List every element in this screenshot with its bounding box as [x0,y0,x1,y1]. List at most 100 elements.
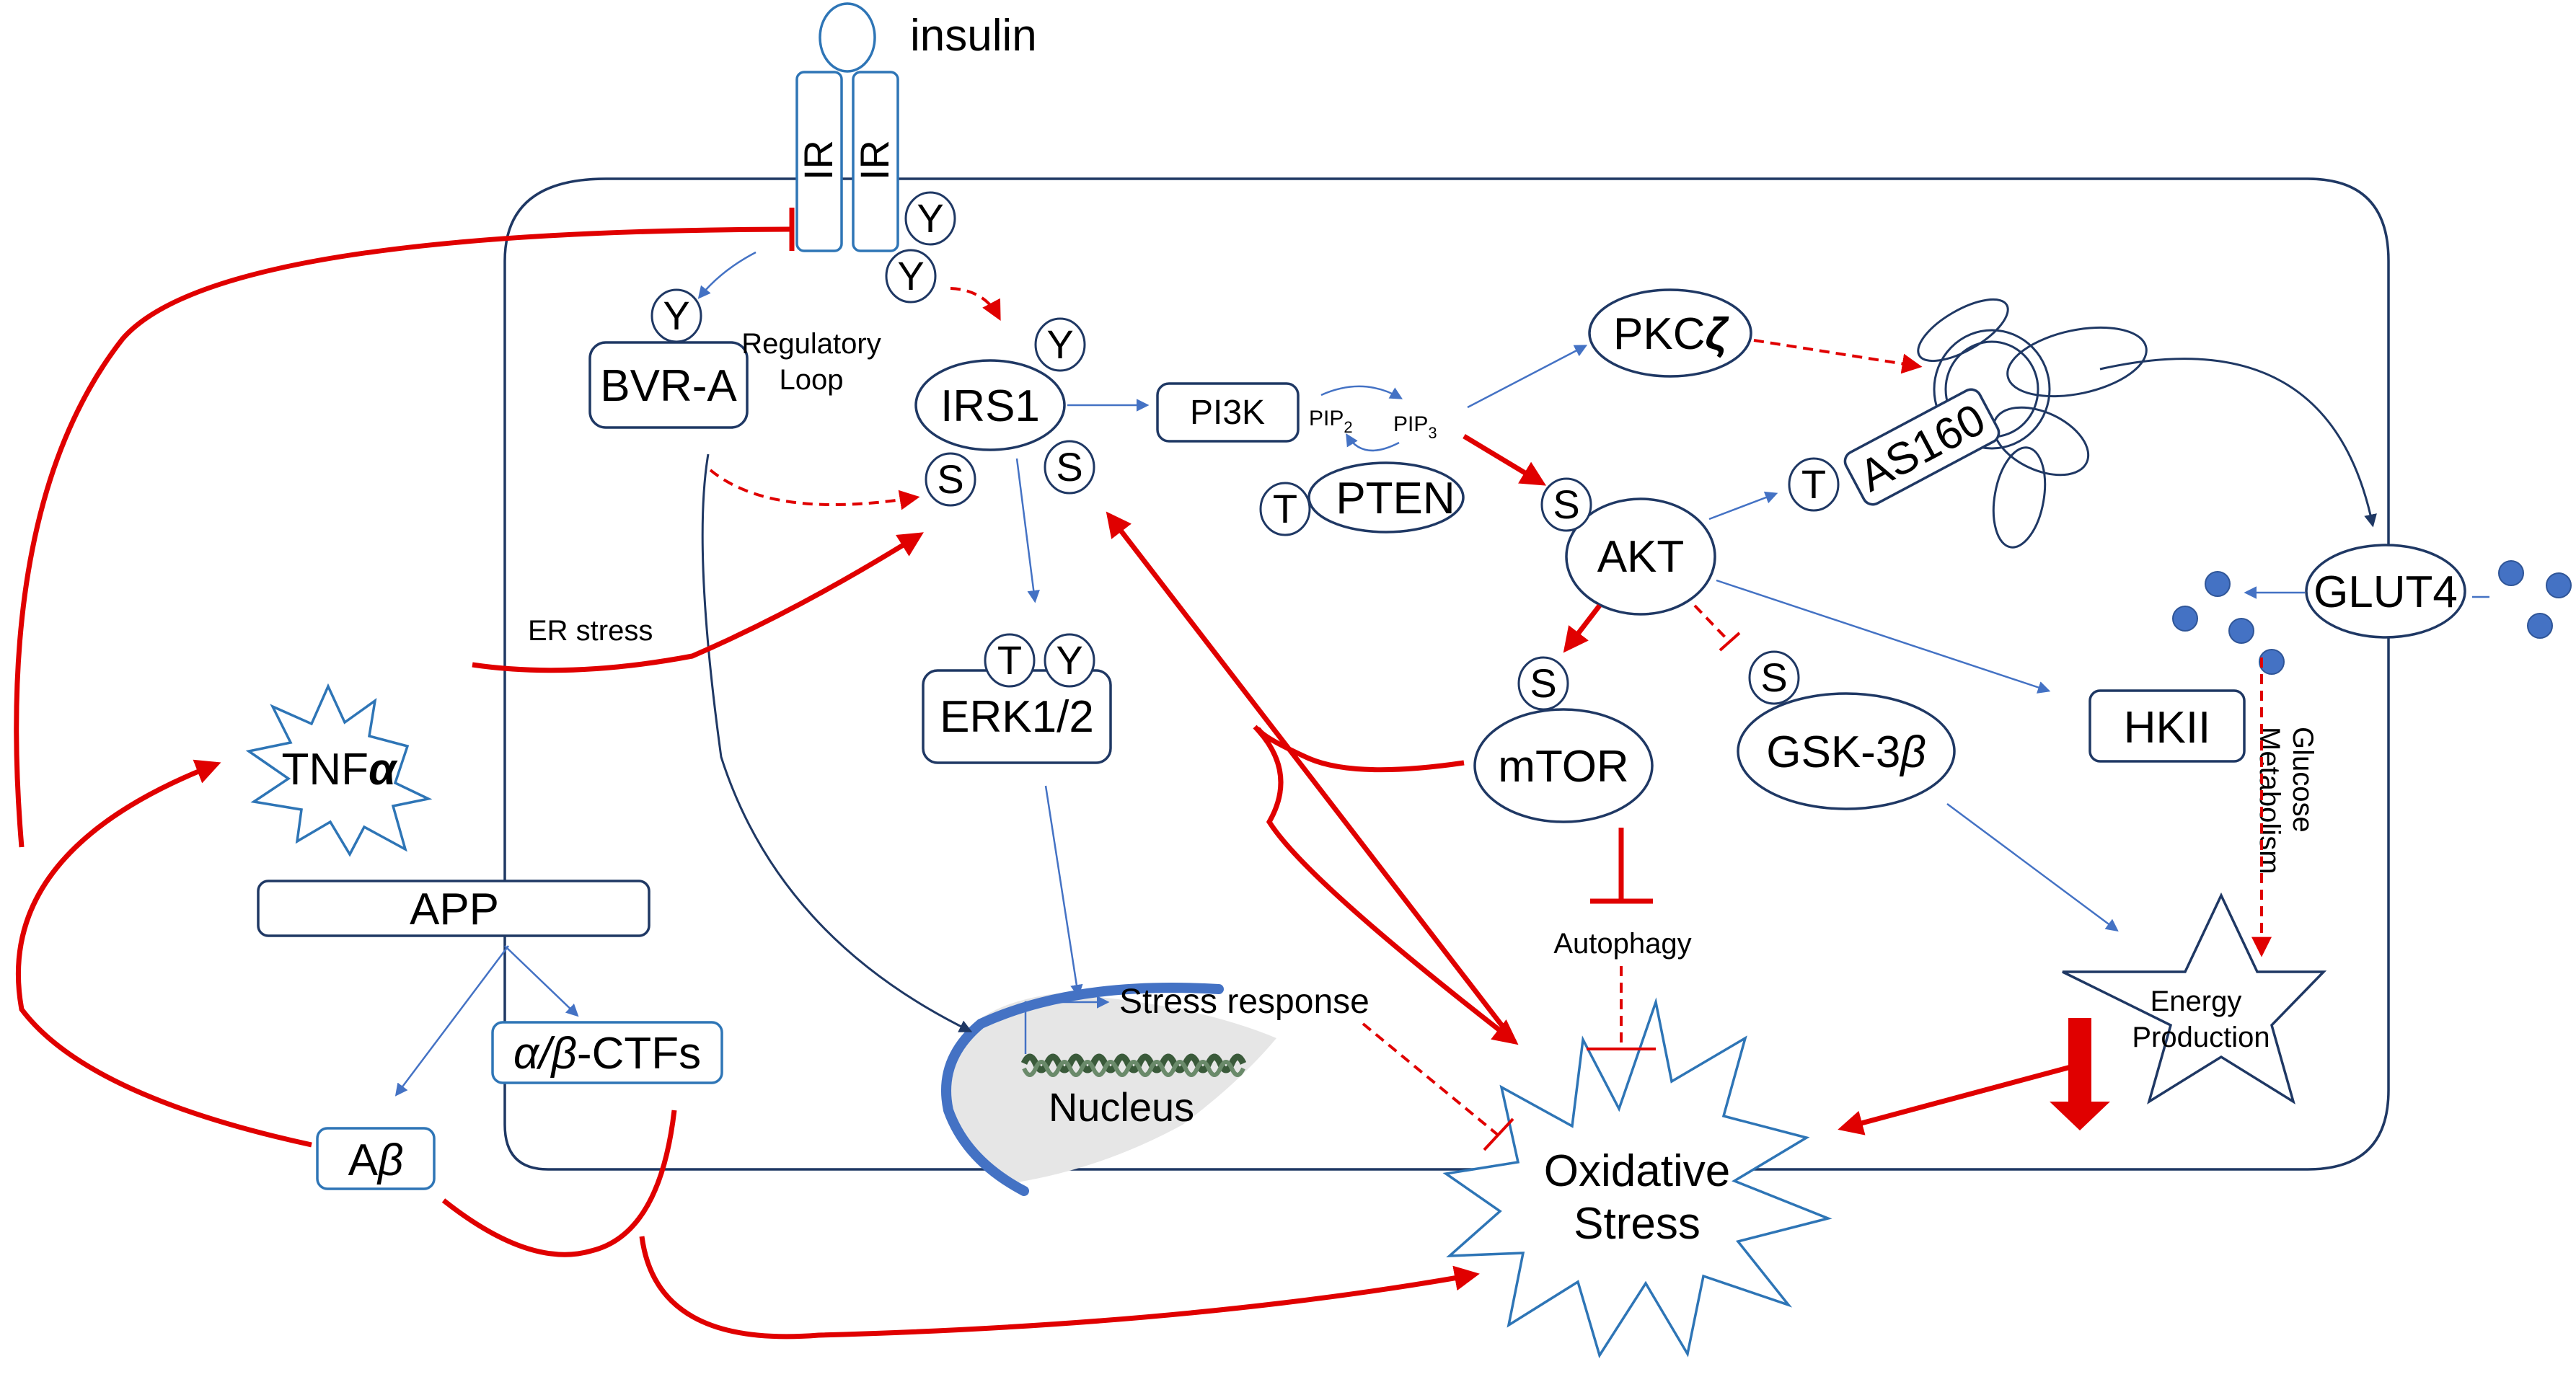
akt-phospho-s: S [1540,477,1592,532]
insulin-receptor: IR IR insulin [795,2,1037,252]
nucleus: Nucleus [941,983,1276,1196]
oxidative-stress-node: Oxidative Stress [1442,997,1832,1359]
energy-to-oxidative-arrow [1838,1061,2085,1135]
svg-text:Y: Y [1046,322,1073,367]
pkc-to-vesicle-dashed-arrow [1753,339,1923,374]
energy-production-node: Energy Production [2062,892,2327,1104]
erk-to-nucleus-arrow [1044,785,1083,998]
inhibition-to-ir-line [14,226,790,848]
svg-text:Oxidative: Oxidative [1544,1146,1730,1196]
ir-right-label: IR [852,140,897,180]
app-to-abeta-arrow [394,945,509,1097]
bvr-phospho-y: Y [650,288,702,343]
svg-text:HKII: HKII [2124,703,2211,753]
app-node: APP [257,880,650,937]
glut4-node: GLUT4 [2305,544,2466,639]
svg-text:Y: Y [663,293,689,338]
akt-to-hkii-arrow [1716,579,2051,694]
svg-text:AS160: AS160 [1851,394,1993,501]
energy-star-icon [2062,892,2327,1104]
bvr-to-irs1-dashed-arrow [709,469,920,510]
akt-inhibits-gsk-line [1693,604,1731,643]
pip2-to-pip3-arrow [1320,385,1403,399]
erk-phospho-y: Y [1044,633,1095,688]
svg-text:T: T [1801,461,1826,507]
pi3k-node: PI3K [1156,382,1300,443]
ir-left-subunit [795,71,843,252]
cell-membrane [503,177,2390,1171]
ctfs-node: α/β-CTFs [491,1021,723,1084]
svg-text:PKCζ: PKCζ [1613,309,1729,359]
svg-text:GLUT4: GLUT4 [2313,567,2458,617]
svg-text:GSK-3β: GSK-3β [1766,727,1926,777]
svg-text:AKT: AKT [1597,532,1685,582]
gsk-to-energy-arrow [1946,802,2119,932]
svg-text:S: S [1056,444,1082,490]
pip3-to-pip2-arrow [1346,433,1400,452]
svg-text:S: S [1530,660,1556,706]
svg-text:Production: Production [2132,1022,2270,1053]
transcription-arrow [1024,996,1110,1054]
svg-text:S: S [937,456,963,502]
gsk3b-node: GSK-3β [1737,692,1956,810]
svg-text:Energy: Energy [2151,986,2242,1017]
insulin-ligand-icon [819,2,876,73]
irs1-phospho-s2: S [1044,440,1095,495]
tnf-alpha-node: TNFα [245,683,433,857]
autophagy-label: Autophagy [1553,928,1691,960]
svg-text:T: T [1273,486,1297,531]
ir-to-irs1-dashed-arrow [950,287,1001,321]
ir-right-subunit [852,71,899,252]
svg-text:T: T [997,637,1022,683]
svg-text:Y: Y [1056,637,1082,683]
pip2-label: PIP2 [1309,407,1353,436]
svg-text:IRS1: IRS1 [940,381,1040,431]
pkc-zeta-node: PKCζ [1588,288,1752,378]
pten-phospho-t: T [1259,482,1311,536]
svg-text:S: S [1553,482,1579,527]
abeta-ctfs-to-oxidative-arrow [441,1110,1475,1340]
svg-text:S: S [1760,655,1787,700]
svg-text:Y: Y [897,253,924,298]
abeta-to-tnf-arrow [16,759,312,1148]
pip3-label: PIP3 [1393,412,1437,442]
mtor-phospho-s: S [1517,656,1569,711]
svg-text:APP: APP [410,885,499,934]
bvr-to-nucleus-arrow [701,453,973,1032]
pip3-to-pkc-arrow [1467,345,1588,409]
stress-response-inhibits-oxidative-line [1362,1022,1500,1137]
svg-text:TNFα: TNFα [282,745,399,794]
irs1-phospho-y: Y [1034,317,1086,372]
svg-text:Aβ: Aβ [348,1135,404,1185]
ir-to-bvr-arrow [697,251,757,299]
svg-text:BVR-A: BVR-A [600,361,737,411]
svg-text:mTOR: mTOR [1498,742,1628,792]
oxidative-burst-icon [1442,997,1832,1359]
svg-text:Stress: Stress [1574,1199,1701,1249]
oxidative-to-irs1-arrow [1106,511,1517,1044]
svg-text:α/β-CTFs: α/β-CTFs [513,1029,701,1079]
ir-left-label: IR [795,140,841,180]
vesicle-to-glut4-arrow [2099,358,2377,528]
energy-output-arrow-icon [2050,1018,2110,1130]
svg-text:Y: Y [917,195,943,241]
irs1-phospho-s1: S [925,452,976,507]
glut4-glucose-arrow [2246,593,2489,597]
pten-node: PTEN [1307,461,1465,533]
abeta-node: Aβ [316,1127,436,1190]
mtor-node: mTOR [1473,708,1654,823]
tnf-burst-icon [245,683,433,857]
as160-node: AS160 [1843,388,2001,506]
er-stress-label: ER stress [528,615,653,647]
gsk3b-phospho-s: S [1748,650,1800,705]
glucose-dots [2172,560,2572,675]
er-stress-to-irs1-arrow [472,532,924,673]
erk-node: ERK1/2 [922,669,1112,764]
akt-node: AKT [1565,497,1716,616]
oxidative-inhibition-bar-2 [1483,1117,1514,1151]
erk-phospho-t: T [984,633,1036,688]
irs1-node: IRS1 [914,359,1066,451]
gsk-inhibition-bar [1719,632,1741,652]
